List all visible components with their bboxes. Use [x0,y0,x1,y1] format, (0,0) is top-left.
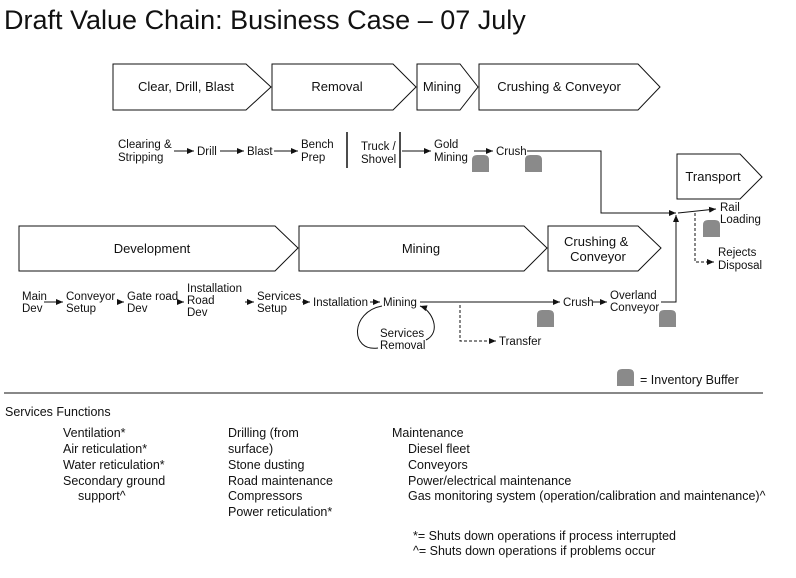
inventory-buffer-icon [537,310,554,327]
page-title: Draft Value Chain: Business Case – 07 Ju… [4,5,526,35]
transport-section: Transport Rail Loading Rejects Disposal [676,153,763,272]
chevron-transport [676,153,763,200]
services-col3-item: Gas monitoring system (operation/calibra… [408,489,766,503]
footnote-asterisk: *= Shuts down operations if process inte… [413,529,676,543]
chevron-clear-drill-blast [112,63,272,111]
step-conveyor-setup: Conveyor Setup [66,291,118,315]
services-functions: Services Functions Ventilation* Air reti… [5,405,766,558]
chevron-label: Crushing & Conveyor [497,79,621,94]
services-heading: Services Functions [5,405,111,419]
services-col1-item: Ventilation* [63,426,126,440]
step-blast: Blast [247,146,273,158]
services-col2-item: Stone dusting [228,458,304,472]
top-chevron-row [112,63,661,111]
chevron-development [18,225,299,272]
line-crush-to-transport [527,150,676,216]
services-col3-item: Power/electrical maintenance [408,474,571,488]
step-clearing-stripping: Clearing & Stripping [118,139,175,164]
inventory-buffer-icon [703,220,720,237]
step-truck-shovel: Truck / Shovel [361,141,399,166]
top-process-flow: Clearing & Stripping Drill Blast Bench P… [118,132,676,216]
arrow-services-loop-return [419,305,435,341]
step-installation-road-dev: Installation Road Dev [187,283,245,319]
step-drill: Drill [197,146,217,158]
step-crush-top: Crush [496,146,527,158]
chevron-label: Crushing & Conveyor [564,234,632,264]
chevron-label: Clear, Drill, Blast [138,79,234,94]
services-col3-heading: Maintenance [392,426,464,440]
chevron-crushing-conveyor-bottom [547,225,662,272]
arrow-to-rejects [694,213,714,265]
legend: = Inventory Buffer [617,369,739,387]
step-main-dev: Main Dev [22,291,50,315]
line-overland-to-transport [661,215,679,303]
chevron-label: Mining [423,79,461,94]
step-mining-bottom: Mining [383,297,417,309]
arrow-mining-transfer [459,305,496,344]
step-installation: Installation [313,297,368,309]
services-col3-item: Diesel fleet [408,442,470,456]
services-col1-item: Secondary ground [63,474,165,488]
chevron-label: Mining [402,241,440,256]
chevron-label: Development [114,241,191,256]
step-rejects-disposal: Rejects Disposal [718,247,762,272]
chevron-mining-bottom [298,225,548,272]
chevron-label: Transport [685,169,741,184]
services-col2-item: surface) [228,442,273,456]
services-col3-item: Conveyors [408,458,468,472]
inventory-buffer-icon [617,369,634,386]
services-col1-item: support^ [78,489,126,503]
step-services-setup: Services Setup [257,291,304,315]
chevron-removal [271,63,417,111]
legend-label: = Inventory Buffer [640,373,739,387]
bottom-chevron-row [18,225,662,272]
inventory-buffer-icon [659,310,676,327]
footnote-caret: ^= Shuts down operations if problems occ… [413,544,655,558]
inventory-buffer-icon [525,155,542,172]
step-gold-mining: Gold Mining [434,139,468,164]
chevron-label: Removal [311,79,362,94]
bottom-process-flow: Main Dev Conveyor Setup Gate road Dev In… [22,215,679,352]
step-services-removal: Services Removal [380,328,427,352]
arrow-to-rail [677,206,717,214]
step-gate-road-dev: Gate road Dev [127,291,181,315]
services-col2-item: Power reticulation* [228,505,332,519]
inventory-buffer-icon [472,155,489,172]
step-rail-loading: Rail Loading [720,202,761,226]
step-crush-bottom: Crush [563,297,594,309]
services-col2-item: Compressors [228,489,302,503]
step-overland-conveyor: Overland Conveyor [610,290,660,314]
step-bench-prep: Bench Prep [301,139,337,164]
arrow-mining-services-loop [357,305,383,349]
services-col1-item: Air reticulation* [63,442,147,456]
services-col1-item: Water reticulation* [63,458,165,472]
chevron-mining-top [416,63,479,111]
services-col2-item: Road maintenance [228,474,333,488]
chevron-crushing-conveyor-top [478,63,661,111]
step-transfer: Transfer [499,336,542,348]
services-col2-item: Drilling (from [228,426,299,440]
